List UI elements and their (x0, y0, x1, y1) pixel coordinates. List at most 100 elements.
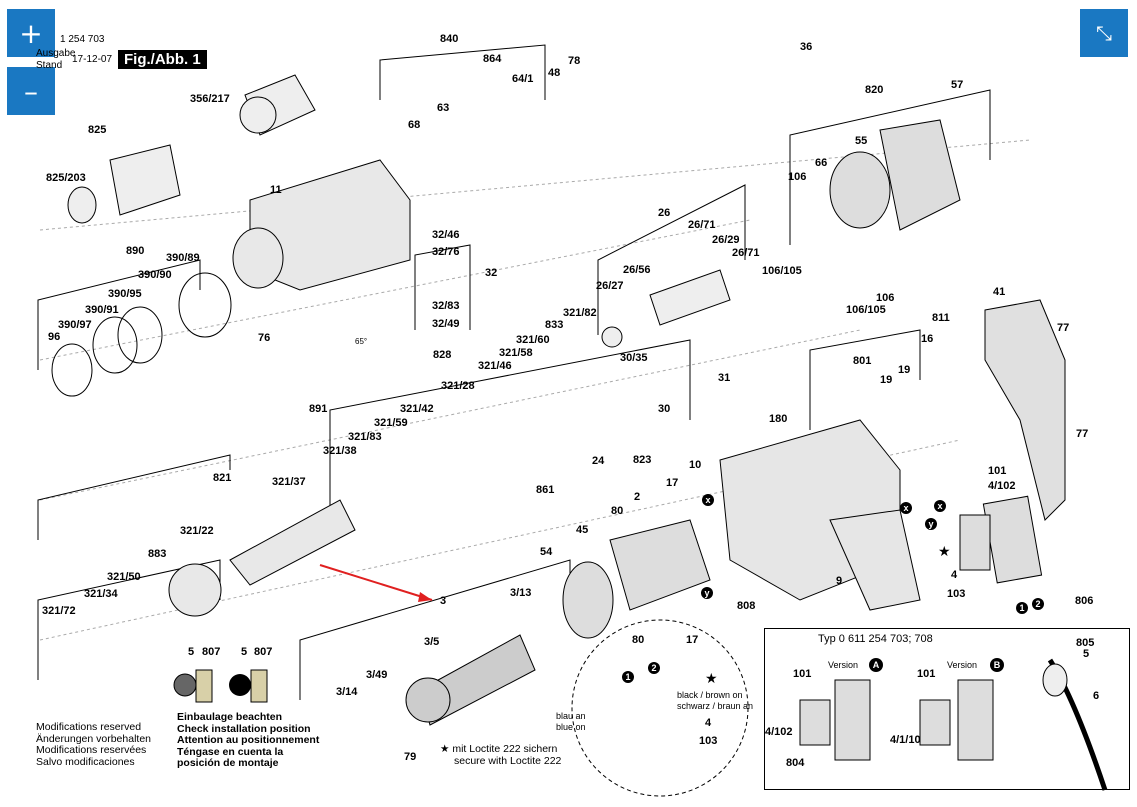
svg-text:16: 16 (921, 333, 933, 345)
svg-text:76: 76 (258, 332, 270, 344)
installation-swatches (173, 669, 268, 703)
svg-text:390/90: 390/90 (138, 269, 172, 281)
svg-text:321/50: 321/50 (107, 571, 141, 583)
svg-text:883: 883 (148, 548, 166, 560)
svg-text:825/203: 825/203 (46, 172, 86, 184)
svg-text:106: 106 (788, 171, 806, 183)
loctite-note: ★ mit Loctite 222 sichern secure with Lo… (440, 743, 562, 767)
wiring-black-brown: black / brown on (677, 690, 743, 700)
drill-chuck (239, 74, 316, 136)
svg-text:17: 17 (686, 634, 698, 646)
svg-text:41: 41 (993, 286, 1005, 298)
svg-text:65°: 65° (355, 337, 367, 346)
svg-text:y: y (704, 588, 709, 598)
version-label-b: Version (947, 660, 977, 670)
loctite-star-icon: ★ (938, 543, 951, 559)
zoom-in-button[interactable]: + (7, 9, 55, 57)
svg-text:3/5: 3/5 (424, 636, 439, 648)
handle (984, 299, 1066, 521)
field-stator (562, 519, 711, 639)
zoom-out-button[interactable]: – (7, 67, 55, 115)
svg-text:321/83: 321/83 (348, 431, 382, 443)
mark-ref-807a: 807 (202, 646, 220, 658)
svg-text:5: 5 (1083, 648, 1089, 660)
power-cable (1042, 658, 1108, 791)
svg-text:825: 825 (88, 124, 106, 136)
inset-part-101b: 101 (917, 668, 935, 680)
svg-text:806: 806 (1075, 595, 1093, 607)
svg-text:63: 63 (437, 102, 449, 114)
svg-text:2: 2 (1035, 599, 1040, 609)
figure-label: Fig./Abb. 1 (118, 50, 207, 69)
svg-text:80: 80 (632, 634, 644, 646)
svg-text:321/42: 321/42 (400, 403, 434, 415)
svg-text:55: 55 (855, 135, 867, 147)
wiring-schwarz-braun: schwarz / braun an (677, 701, 753, 711)
svg-text:x: x (937, 501, 942, 511)
svg-text:390/95: 390/95 (108, 288, 142, 300)
svg-text:828: 828 (433, 349, 451, 361)
svg-text:11: 11 (270, 184, 282, 196)
svg-text:321/37: 321/37 (272, 476, 306, 488)
svg-text:26/27: 26/27 (596, 280, 624, 292)
wiring-blau-an: blau an (556, 711, 586, 721)
svg-text:y: y (928, 519, 933, 529)
svg-text:820: 820 (865, 84, 883, 96)
wiring-part-4: 4 (705, 717, 712, 729)
svg-text:321/34: 321/34 (84, 588, 119, 600)
svg-text:30: 30 (658, 403, 670, 415)
svg-text:45: 45 (576, 524, 588, 536)
svg-text:96: 96 (48, 331, 60, 343)
inset-part-101a: 101 (793, 668, 811, 680)
mark-ref-807b: 807 (254, 646, 272, 658)
svg-text:103: 103 (947, 588, 965, 600)
svg-text:6: 6 (1093, 690, 1099, 702)
svg-text:26/56: 26/56 (623, 264, 651, 276)
svg-text:2: 2 (634, 491, 640, 503)
wiring-detail-circle (571, 619, 749, 797)
armature (405, 634, 536, 726)
svg-text:4: 4 (951, 569, 958, 581)
svg-text:9: 9 (836, 575, 842, 587)
svg-text:864: 864 (483, 53, 502, 65)
svg-text:390/89: 390/89 (166, 252, 200, 264)
svg-text:1: 1 (1019, 603, 1024, 613)
collapse-icon[interactable]: ⤡ (1080, 9, 1128, 57)
svg-text:17: 17 (666, 477, 678, 489)
intermediate-shaft (168, 499, 356, 617)
svg-text:821: 821 (213, 472, 231, 484)
svg-text:811: 811 (932, 312, 950, 324)
gear-housing (232, 159, 411, 291)
inset-title: Typ 0 611 254 703; 708 (818, 633, 933, 645)
svg-text:32: 32 (485, 267, 497, 279)
inset-part-4-102: 4/102 (765, 726, 793, 738)
inset-part-804: 804 (786, 757, 805, 769)
svg-text:x: x (903, 503, 908, 513)
svg-text:3/13: 3/13 (510, 587, 531, 599)
callout-arrow (319, 564, 433, 601)
gear-housing-cover (829, 119, 961, 231)
wiring-marker-2: 2 (651, 663, 656, 673)
svg-text:106/105: 106/105 (762, 265, 802, 277)
svg-text:101: 101 (988, 465, 1006, 477)
svg-text:861: 861 (536, 484, 554, 496)
svg-text:32/76: 32/76 (432, 246, 460, 258)
svg-text:3/49: 3/49 (366, 669, 387, 681)
svg-text:66: 66 (815, 157, 827, 169)
version-b-badge: B (994, 660, 1001, 670)
svg-text:801: 801 (853, 355, 871, 367)
part-number: 1 254 703 (60, 34, 105, 45)
svg-text:64/1: 64/1 (512, 73, 533, 85)
edition-date: 17-12-07 (72, 54, 113, 65)
svg-text:36: 36 (800, 41, 812, 53)
svg-text:3: 3 (440, 595, 446, 607)
svg-text:30/35: 30/35 (620, 352, 648, 364)
hammer-tube (601, 269, 731, 348)
switch-assembly (959, 495, 1043, 584)
svg-text:10: 10 (689, 459, 701, 471)
svg-text:57: 57 (951, 79, 963, 91)
svg-text:77: 77 (1076, 428, 1088, 440)
svg-text:356/217: 356/217 (190, 93, 230, 105)
spring-ring-set (51, 272, 232, 397)
